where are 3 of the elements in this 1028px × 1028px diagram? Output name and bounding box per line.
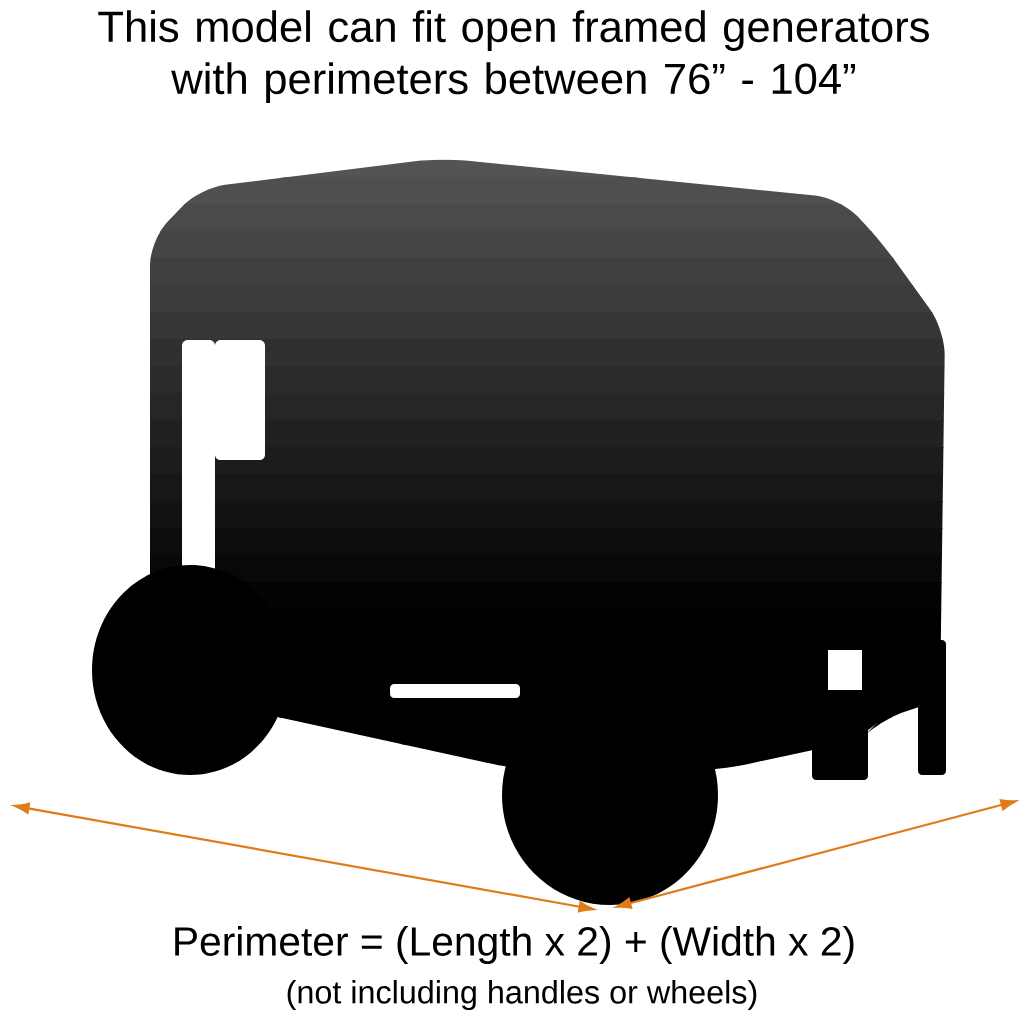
title: This model can fit open framed generators with perimeters between 76” - 104”: [98, 10, 929, 103]
formula-text: (not including handles or wheels): [287, 979, 757, 1011]
formula-text: Perimeter = (Length x 2) + (Width x 2): [175, 926, 854, 964]
